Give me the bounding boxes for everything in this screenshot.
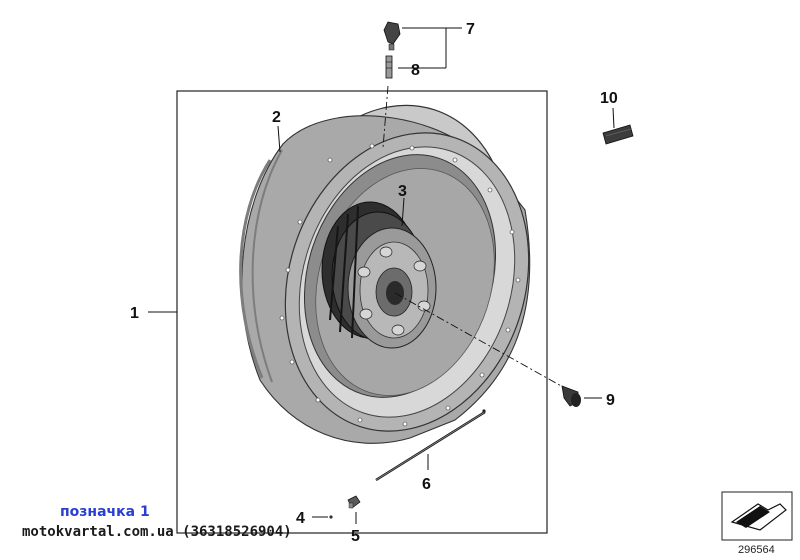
axis-line xyxy=(394,292,573,393)
callout-10: 10 xyxy=(600,90,618,107)
fold-arrow-icon xyxy=(721,491,793,541)
valve-axis-line xyxy=(382,85,389,149)
valve-icon xyxy=(383,21,401,79)
callout-6: 6 xyxy=(422,476,431,493)
watermark-site: motokvartal.com.ua (36318526904) xyxy=(22,524,292,540)
nipple-icon xyxy=(329,495,361,519)
callout-8: 8 xyxy=(411,62,420,79)
callout-9: 9 xyxy=(606,392,615,409)
diagram-code: 296564 xyxy=(738,544,775,556)
spoke-icon xyxy=(375,409,486,482)
callout-5: 5 xyxy=(351,528,360,545)
callout-2: 2 xyxy=(272,109,281,126)
callout-7: 7 xyxy=(466,21,475,38)
balance-weight-icon xyxy=(602,124,634,145)
bolt-icon xyxy=(561,385,581,407)
callout-1: 1 xyxy=(130,305,139,322)
watermark-label: позначка 1 xyxy=(60,504,150,520)
hub-drawing xyxy=(321,201,437,349)
callout-4: 4 xyxy=(296,510,305,527)
leader-lines xyxy=(148,27,615,524)
callout-3: 3 xyxy=(398,183,407,200)
